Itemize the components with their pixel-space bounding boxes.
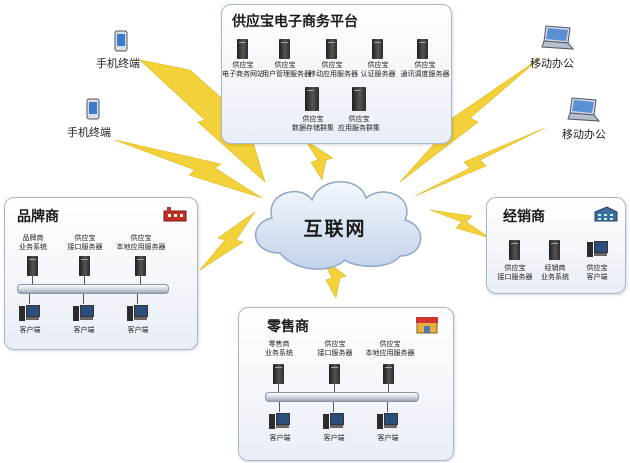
dealer-panel: 经销商 供应宝 接口服务器 经销商 业务系统 供应宝 客户端 [486,197,626,294]
laptop-icon [541,25,574,50]
retail-server-label-3: 供应宝 本地应用服务器 [365,340,415,357]
server-icon [417,39,428,59]
retail-client-label-2: 客户端 [323,434,345,442]
server-icon [273,364,284,384]
server-icon [326,39,337,59]
server-icon [237,39,248,59]
shop-icon [416,317,438,334]
dealer-server-label-2: 经销商 业务系统 [541,264,569,281]
ecommerce-cluster-label-2: 供应宝 应用服务群集 [338,115,380,132]
mobile-phone-icon [86,98,100,120]
ecommerce-server-label-1: 供应宝 电子商务网站 [222,61,264,78]
internet-cloud-icon [255,181,422,270]
dealer-server-label-1: 供应宝 接口服务器 [497,264,533,281]
ecommerce-server-label-2: 供应宝 用户管理服务器 [262,61,311,78]
bolt-platform [304,139,334,181]
server-icon [509,240,520,260]
server-icon [329,364,340,384]
mobile-phone-icon [114,30,128,52]
brand-client-label-2: 客户端 [73,326,95,334]
ecommerce-server-label-5: 供应宝 通讯调度服务器 [400,61,450,78]
dealer-title: 经销商 [503,209,545,225]
ecommerce-server-label-4: 供应宝 认证服务器 [360,61,396,78]
network-bus [265,392,419,402]
retail-client-label-3: 客户端 [377,434,399,442]
internet-label: 互联网 [303,218,367,240]
bolt-dealer [429,209,491,239]
brand-server-label-1: 品牌商 业务系统 [19,234,47,251]
bolt-phone-2 [114,139,263,199]
desktop-pc-icon [323,412,344,430]
dealer-server-label-3: 供应宝 客户端 [586,264,608,281]
mobile-office-label-1: 移动办公 [530,57,574,70]
brand-server-label-3: 供应宝 本地应用服务器 [116,234,166,251]
server-icon [79,256,90,276]
ecommerce-cluster-label-1: 供应宝 数据存储群集 [292,115,334,132]
brand-client-label-3: 客户端 [127,326,149,334]
factory-icon [163,207,187,222]
desktop-pc-icon [587,240,608,258]
mobile-office-label-2: 移动办公 [562,128,606,141]
desktop-pc-icon [377,412,398,430]
brand-panel: 品牌商 品牌商 业务系统 供应宝 接口服务器 供应宝 本地应用服务器 客户端 客… [4,197,198,350]
brand-server-label-2: 供应宝 接口服务器 [67,234,103,251]
retail-client-label-1: 客户端 [269,434,291,442]
desktop-pc-icon [127,304,148,322]
server-icon [27,256,38,276]
server-icon [135,256,146,276]
brand-title: 品牌商 [17,209,59,225]
bolt-phone-1 [139,59,266,183]
ecommerce-title: 供应宝电子商务平台 [232,14,358,30]
retail-title: 零售商 [267,319,309,335]
mobile-label-1: 手机终端 [96,57,140,70]
bolt-laptop-2 [414,127,546,197]
server-icon [372,39,383,59]
ecommerce-platform-panel: 供应宝电子商务平台 供应宝 电子商务网站 供应宝 用户管理服务器 供应宝 移动应… [221,4,452,144]
laptop-icon [567,97,600,122]
server-cluster-icon [305,87,319,111]
retail-server-label-1: 零售商 业务系统 [265,340,293,357]
mobile-label-2: 手机终端 [67,126,111,139]
server-icon [383,364,394,384]
ecommerce-server-label-3: 供应宝 移动应用服务器 [309,61,358,78]
network-bus [17,284,169,294]
bolt-brand [199,211,256,271]
retail-panel: 零售商 零售商 业务系统 供应宝 接口服务器 供应宝 本地应用服务器 客户端 客… [238,307,454,461]
server-icon [549,240,560,260]
retail-server-label-2: 供应宝 接口服务器 [317,340,353,357]
desktop-pc-icon [269,412,290,430]
brand-client-label-1: 客户端 [19,326,41,334]
office-building-icon [594,206,618,222]
server-cluster-icon [352,87,366,111]
desktop-pc-icon [19,304,40,322]
server-icon [279,39,290,59]
desktop-pc-icon [73,304,94,322]
